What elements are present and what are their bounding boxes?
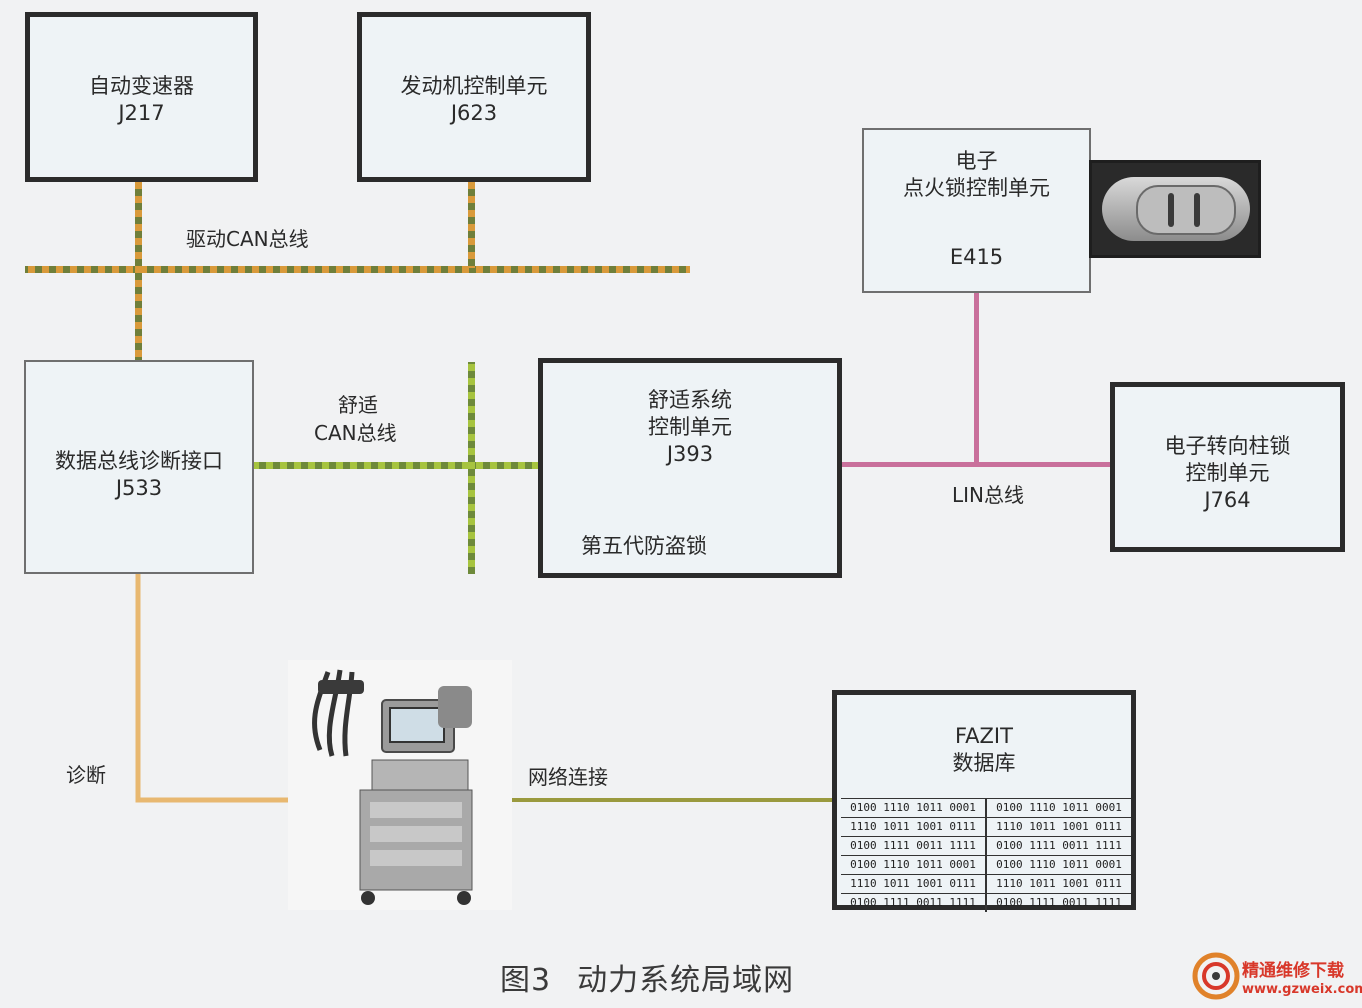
node-j764-code: J764 [1204, 488, 1251, 512]
lin-bus-label: LIN总线 [952, 483, 1025, 507]
comfort-can-bus-line [254, 462, 540, 469]
fazit-cell: 0100 1111 0011 1111 [850, 839, 976, 852]
key-fob-image [1089, 160, 1261, 258]
fazit-binary-grid: 0100 1110 1011 0001 0100 1110 1011 0001 1… [841, 798, 1131, 912]
node-fazit: FAZIT 数据库 [832, 690, 1136, 910]
fazit-cell: 1110 1011 1001 0111 [985, 875, 1131, 893]
node-j217: 自动变速器 J217 [25, 12, 258, 182]
node-j623-name: 发动机控制单元 [400, 74, 548, 98]
watermark-logo-icon [1192, 952, 1240, 1000]
figure-title: 动力系统局域网 [577, 963, 795, 998]
node-j533-name: 数据总线诊断接口 [55, 449, 223, 473]
node-e415: 电子 点火锁控制单元 E415 [862, 128, 1091, 293]
network-label: 网络连接 [528, 765, 608, 789]
node-j533: 数据总线诊断接口 J533 [24, 360, 254, 574]
comfort-can-vertical-line [468, 362, 475, 574]
fazit-cell: 0100 1110 1011 0001 [985, 799, 1131, 817]
node-j764-line2: 控制单元 [1185, 461, 1270, 485]
node-j623-code: J623 [450, 101, 498, 125]
node-j764-line1: 电子转向柱锁 [1164, 434, 1291, 458]
comfort-can-label-line1: 舒适 [338, 393, 378, 417]
node-e415-line1: 电子 [955, 149, 998, 173]
fazit-cell: 1110 1011 1001 0111 [985, 818, 1131, 836]
node-e415-code: E415 [949, 245, 1004, 269]
fazit-cell: 0100 1110 1011 0001 [850, 858, 976, 871]
node-j217-code: J217 [118, 101, 165, 125]
node-j393-line1: 舒适系统 [648, 388, 732, 412]
node-j764: 电子转向柱锁 控制单元 J764 [1110, 382, 1345, 552]
diagnostic-tester-image [288, 660, 512, 910]
drive-can-label: 驱动CAN总线 [186, 227, 309, 251]
drive-can-bus-line [25, 266, 690, 273]
node-j393-line2: 控制单元 [648, 415, 732, 439]
node-j393-note: 第五代防盗锁 [581, 534, 707, 558]
key-fob-body [1102, 177, 1250, 241]
node-j393: 舒适系统 控制单元 J393 第五代防盗锁 [538, 358, 842, 578]
watermark-title: 精通维修下载 [1242, 961, 1344, 981]
node-e415-line2: 点火锁控制单元 [903, 176, 1050, 200]
node-j533-code: J533 [115, 476, 163, 500]
node-fazit-line1: FAZIT [955, 724, 1013, 748]
node-j623: 发动机控制单元 J623 [357, 12, 591, 182]
key-fob-buttons [1136, 185, 1236, 235]
node-j393-code: J393 [666, 442, 714, 466]
drive-can-stub-j217 [135, 182, 142, 360]
lin-bus-line [842, 462, 1112, 467]
watermark-url: www.gzweix.com [1242, 982, 1362, 997]
fazit-cell: 0100 1110 1011 0001 [985, 856, 1131, 874]
figure-number: 图3 [500, 963, 552, 998]
drive-can-stub-j623 [468, 182, 475, 268]
comfort-can-label-line2: CAN总线 [314, 421, 397, 445]
fazit-cell: 1110 1011 1001 0111 [850, 877, 976, 890]
fazit-cell: 0100 1110 1011 0001 [850, 801, 976, 814]
lin-stub-e415 [974, 292, 979, 464]
fazit-cell: 0100 1111 0011 1111 [985, 837, 1131, 855]
fazit-cell: 1110 1011 1001 0111 [850, 820, 976, 833]
watermark: 精通维修下载 www.gzweix.com [1188, 950, 1362, 1004]
diagnosis-label: 诊断 [66, 763, 106, 787]
fazit-cell: 0100 1111 0011 1111 [985, 894, 1131, 912]
node-j217-name: 自动变速器 [89, 74, 194, 98]
fazit-cell: 0100 1111 0011 1111 [850, 896, 976, 909]
node-fazit-line2: 数据库 [952, 751, 1016, 775]
figure-caption: 图3 动力系统局域网 [500, 955, 794, 999]
